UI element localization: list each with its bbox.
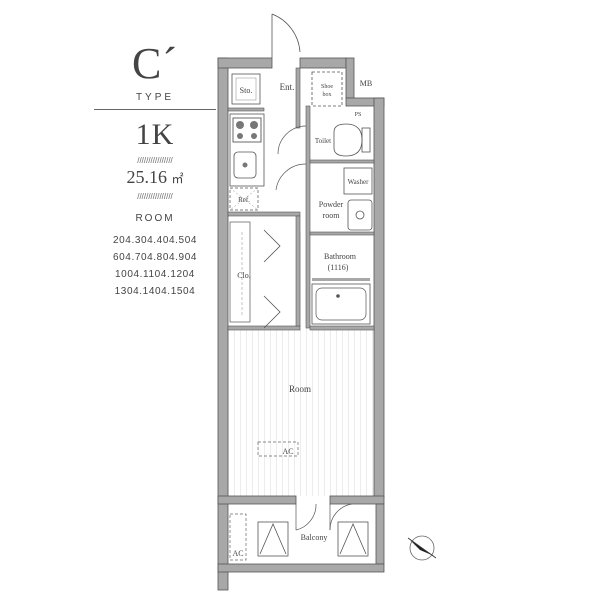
label-ac-balcony: AC [232,549,243,558]
label-mb: MB [360,79,372,88]
corridor-floor [300,232,310,330]
label-balcony: Balcony [301,533,328,542]
toilet-icon [333,123,363,157]
outer-walls [217,57,385,591]
entrance-door [271,13,301,58]
unit-type-caption: TYPE [135,92,175,103]
room-number-line: 1004.1104.1204 [115,269,195,280]
label-shoe-box-1: Shoe [321,84,333,90]
room-number-line: 604.704.804.904 [112,252,198,263]
slash-divider-top: //////////////// [137,156,173,165]
room-ac-unit [257,441,299,457]
label-shoe-box-2: box [323,92,332,98]
label-sto: Sto. [240,86,253,95]
powder-sink-icon [347,199,373,231]
bath-divider [312,278,370,281]
storage-cabinet [231,73,261,105]
shoe-box [311,71,343,107]
compass-icon [407,535,437,561]
label-ent: Ent. [280,82,295,92]
unit-type-letter: C´ [132,39,178,88]
label-powder-room-1: Powder [319,200,344,209]
kitchen-counter [229,113,265,187]
room-number-line: 1304.1404.1504 [114,286,196,297]
room-number-list: 204.304.404.504 604.704.804.904 1004.110… [90,232,220,300]
balcony-doors [295,503,353,531]
label-bathroom-2: (1116) [328,263,349,272]
stove-icon [232,117,262,143]
closet [229,221,251,323]
kitchen-sink-icon [233,151,257,179]
unit-info-panel: C´ TYPE 1K //////////////// 25.16 ㎡ ////… [90,40,220,300]
label-washer: Washer [348,178,369,186]
vent-right [337,521,369,557]
label-powder-room-2: room [323,211,341,220]
room-floor [228,330,374,496]
washer-space [343,167,373,195]
unit-layout: 1K [135,118,175,151]
divider-rule [94,109,216,110]
vent-left [257,521,289,557]
room-number-line: 204.304.404.504 [112,235,198,246]
slash-divider-bottom: //////////////// [137,192,173,201]
label-ac-room: AC [282,447,293,456]
unit-area: 25.16 ㎡ [90,167,220,188]
interior-doors [275,125,307,191]
unit-area-value: 25.16 [126,167,167,187]
unit-area-unit: ㎡ [171,172,184,186]
label-room: Room [289,384,311,394]
room-caption: ROOM [135,213,175,224]
label-ps: PS [355,112,362,118]
label-clo: Clo. [237,271,251,280]
balcony-ac-unit [229,513,247,561]
label-ref: Ref. [238,196,250,204]
bathtub-icon [311,283,371,325]
label-bathroom-1: Bathroom [324,252,357,261]
label-toilet: Toilet [315,137,331,145]
